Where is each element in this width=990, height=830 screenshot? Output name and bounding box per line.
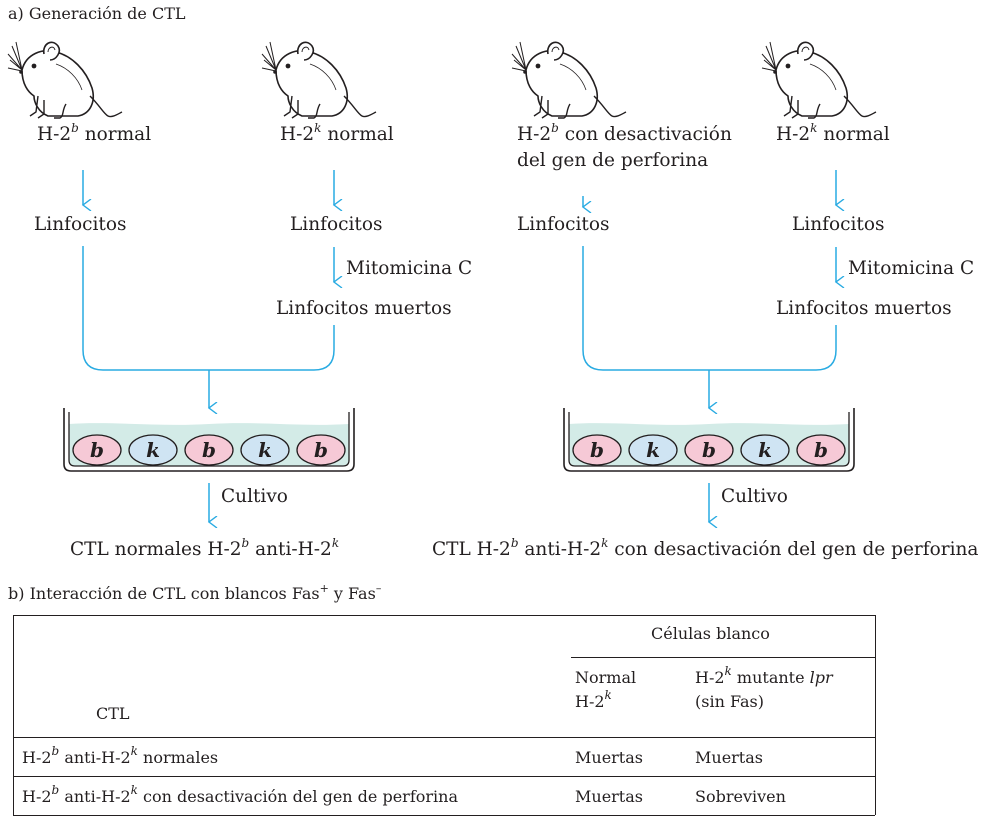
cell-label: k bbox=[258, 438, 272, 462]
mouse-label-h2b-normal: H-2b normal bbox=[37, 121, 152, 145]
cell-k bbox=[740, 434, 790, 466]
mouse-label-h2k-normal: H-2k normal bbox=[280, 121, 394, 145]
treatment-label: Mitomicina C bbox=[848, 258, 975, 279]
dead-lymphocytes-label: Linfocitos muertos bbox=[776, 298, 952, 319]
cell-b bbox=[72, 434, 122, 466]
table-cell-normal: Muertas bbox=[575, 787, 643, 806]
cell-label: b bbox=[90, 438, 104, 462]
table-cell-normal: Muertas bbox=[575, 748, 643, 767]
lymphocytes-label: Linfocitos bbox=[792, 214, 885, 235]
table-row-ctl: H-2b anti-H-2k con desactivación del gen… bbox=[22, 783, 458, 806]
cell-label: k bbox=[146, 438, 160, 462]
mouse-label-h2b-perforin-knockout: H-2b con desactivación bbox=[517, 121, 732, 145]
cell-k bbox=[128, 434, 178, 466]
lpr-target-header: H-2k mutante lpr (sin Fas) bbox=[695, 664, 833, 711]
target-cells-header: Células blanco bbox=[651, 624, 770, 643]
cell-label: b bbox=[590, 438, 604, 462]
cell-k bbox=[628, 434, 678, 466]
result-label-right: CTL H-2b anti-H-2k con desactivación del… bbox=[432, 536, 979, 560]
table-cell-lpr: Muertas bbox=[695, 748, 763, 767]
culture-label: Cultivo bbox=[721, 486, 788, 507]
cell-b bbox=[184, 434, 234, 466]
lymphocytes-label: Linfocitos bbox=[34, 214, 127, 235]
cell-label: k bbox=[758, 438, 772, 462]
normal-target-header: Normal H-2k bbox=[575, 668, 637, 711]
mouse-icon bbox=[7, 41, 123, 119]
lymphocytes-label: Linfocitos bbox=[517, 214, 610, 235]
cell-b bbox=[796, 434, 846, 466]
mouse-icon bbox=[761, 41, 877, 119]
cell-b bbox=[684, 434, 734, 466]
mouse-icon bbox=[261, 41, 377, 119]
table-cell-lpr: Sobreviven bbox=[695, 787, 786, 806]
cell-label: k bbox=[646, 438, 660, 462]
cell-label: b bbox=[814, 438, 828, 462]
cell-label: b bbox=[702, 438, 716, 462]
culture-label: Cultivo bbox=[221, 486, 288, 507]
lymphocytes-label: Linfocitos bbox=[290, 214, 383, 235]
mouse-label-h2k-normal: H-2k normal bbox=[776, 121, 890, 145]
cell-b bbox=[296, 434, 346, 466]
treatment-label: Mitomicina C bbox=[346, 258, 473, 279]
table-row-ctl: H-2b anti-H-2k normales bbox=[22, 744, 219, 767]
section-b-heading: b) Interacción de CTL con blancos Fas+ y… bbox=[8, 582, 382, 603]
cell-label: b bbox=[202, 438, 216, 462]
mouse-icon bbox=[511, 41, 627, 119]
cell-b bbox=[572, 434, 622, 466]
cell-label: b bbox=[314, 438, 328, 462]
dead-lymphocytes-label: Linfocitos muertos bbox=[276, 298, 452, 319]
cell-k bbox=[240, 434, 290, 466]
ctl-column-header: CTL bbox=[96, 704, 130, 723]
result-label-left: CTL normales H-2b anti-H-2k bbox=[70, 536, 340, 560]
section-a-heading: a) Generación de CTL bbox=[8, 4, 186, 23]
mouse-label-h2b-perforin-knockout-line2: del gen de perforina bbox=[517, 150, 709, 171]
